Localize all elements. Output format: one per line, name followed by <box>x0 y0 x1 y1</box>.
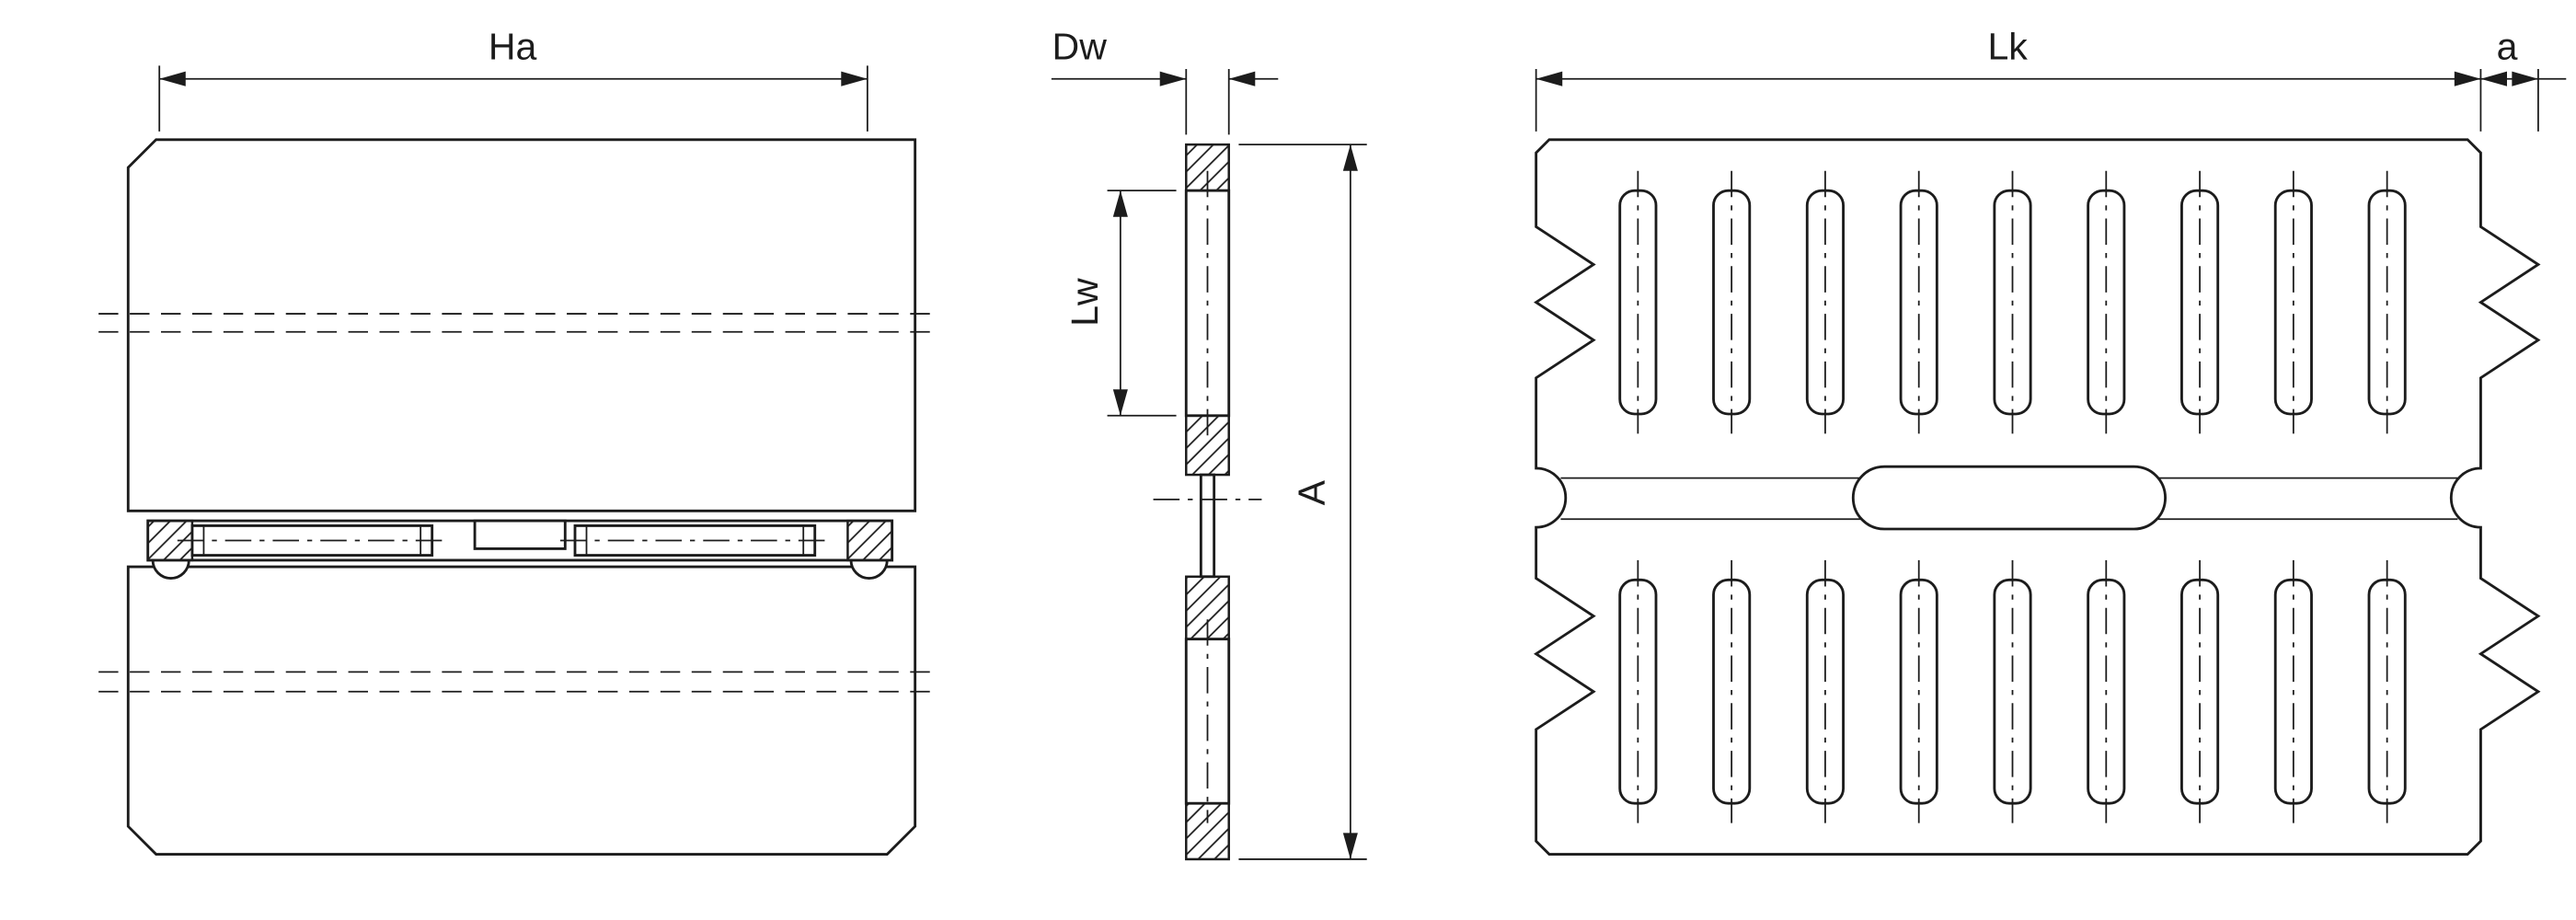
roller-pocket <box>1618 169 1658 435</box>
arrowhead <box>1342 144 1358 171</box>
roller-pocket <box>1993 558 2032 825</box>
pocket-row-bottom <box>1618 558 2407 825</box>
roller-pocket <box>2087 558 2126 825</box>
roller-pocket <box>1805 169 1845 435</box>
dim-label-a: A <box>1290 479 1332 505</box>
end-tab-left <box>151 559 190 580</box>
hatch-right-end <box>846 519 893 562</box>
dw-dimension: Dw <box>1051 25 1279 135</box>
a-end-dimension: a <box>2480 25 2567 132</box>
roller-pocket <box>1712 169 1752 435</box>
cage-assembly-section <box>146 519 894 580</box>
lower-rail-outline <box>126 565 917 856</box>
roller-pocket <box>2179 558 2220 825</box>
arrowhead <box>2512 71 2538 86</box>
center-slot <box>1851 465 2167 531</box>
lk-dimension: Lk <box>1535 25 2482 132</box>
arrowhead <box>1159 71 1187 86</box>
arrowhead <box>841 71 868 86</box>
arrowhead <box>159 71 186 86</box>
side-view: Dw Lw A <box>1051 25 1367 861</box>
roller-pocket <box>2273 558 2313 825</box>
roller-pocket <box>2179 169 2220 435</box>
roller-pocket <box>1899 558 1938 825</box>
roller-pocket <box>1899 169 1938 435</box>
roller-pocket <box>2273 169 2313 435</box>
hatch-bottom-section <box>1185 801 1230 861</box>
center-notch <box>473 519 567 550</box>
pocket-row-top <box>1618 169 2407 435</box>
arrowhead <box>2454 71 2481 86</box>
roller-pocket <box>2087 169 2126 435</box>
lw-dimension: Lw <box>1064 190 1177 417</box>
ha-dimension: Ha <box>158 25 868 132</box>
arrowhead <box>1112 389 1128 416</box>
dim-label-lw: Lw <box>1064 278 1106 327</box>
roller-pocket <box>1712 558 1752 825</box>
roller-pocket <box>1805 558 1845 825</box>
end-tab-right <box>849 559 889 580</box>
roller-pocket <box>2367 558 2407 825</box>
arrowhead <box>2480 71 2507 86</box>
arrowhead <box>1228 71 1256 86</box>
arrowhead <box>1535 71 1563 86</box>
roller-pocket <box>1993 169 2032 435</box>
top-view: Lk a <box>1534 25 2567 856</box>
arrowhead <box>1342 833 1358 859</box>
upper-rail-outline <box>126 138 917 512</box>
arrowhead <box>1112 190 1128 217</box>
a-dimension: A <box>1238 144 1367 860</box>
roller-pocket <box>1618 558 1658 825</box>
dim-label-dw: Dw <box>1052 25 1108 67</box>
roller-pocket <box>2367 169 2407 435</box>
front-view: Ha <box>98 25 942 856</box>
dim-label-ha: Ha <box>489 25 537 67</box>
dim-label-lk: Lk <box>1987 25 2028 67</box>
dim-label-a-end: a <box>2497 25 2518 67</box>
center-web <box>1199 473 1216 579</box>
